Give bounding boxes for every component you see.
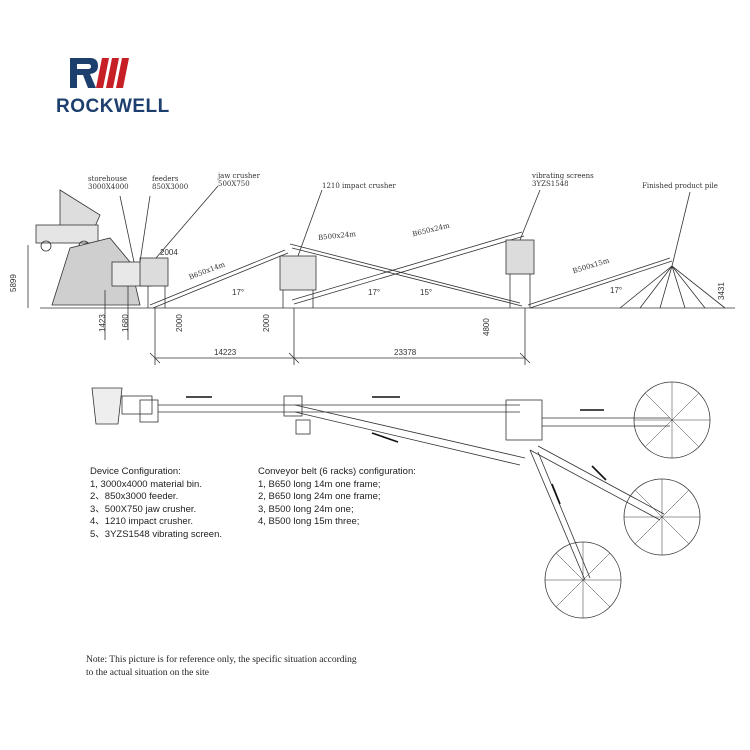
dim-3431: 3431: [717, 282, 726, 300]
angle-2: 17°: [368, 288, 381, 297]
angle-1: 17°: [232, 288, 245, 297]
conveyor-config-item: 4, B500 long 15m three;: [258, 516, 360, 527]
dim-span-1: 14223: [214, 348, 237, 357]
note-line-1: Note: This picture is for reference only…: [86, 655, 357, 665]
conveyor-config-title: Conveyor belt (6 racks) configuration:: [258, 466, 416, 477]
dim-2000-b: 2000: [262, 314, 271, 332]
logo-mark-icon: [70, 58, 129, 88]
dim-4800: 4800: [482, 318, 491, 336]
vibrating-screens-model-label: 3YZS1548: [532, 180, 569, 188]
storehouse-size-label: 3000X4000: [88, 183, 129, 191]
device-config: Device Configuration: 1, 3000x4000 mater…: [90, 466, 222, 541]
device-config-title: Device Configuration:: [90, 466, 181, 477]
angle-3: 15°: [420, 288, 433, 297]
feeders-label: feeders: [152, 175, 179, 183]
note-line-2: to the actual situation on the site: [86, 668, 209, 678]
conveyor-config: Conveyor belt (6 racks) configuration: 1…: [258, 466, 416, 529]
dim-2000-a: 2000: [175, 314, 184, 332]
logo: [66, 56, 136, 96]
finished-pile-label: Finished product pile: [642, 182, 718, 190]
device-config-item: 1, 3000x4000 material bin.: [90, 478, 202, 490]
bin-plan: [91, 387, 123, 425]
device-config-item: 4、1210 impact crusher.: [90, 516, 193, 527]
conveyor-config-item: 2, B650 long 24m one frame;: [258, 491, 381, 502]
device-config-item: 5、3YZS1548 vibrating screen.: [90, 528, 223, 540]
feeders-size-label: 850X3000: [152, 183, 189, 191]
device-config-item: 2、850x3000 feeder.: [90, 491, 179, 502]
jaw-crusher-size-label: 500X750: [218, 180, 250, 188]
conveyor-config-item: 1, B650 long 14m one frame;: [258, 478, 381, 490]
dim-1680: 1680: [121, 314, 130, 332]
jaw-crusher-label: jaw crusher: [218, 172, 260, 180]
dim-2004: 2004: [160, 248, 178, 257]
device-config-item: 3、500X750 jaw crusher.: [90, 503, 197, 515]
dim-height-total: 5899: [9, 274, 18, 292]
note: Note: This picture is for reference only…: [86, 654, 357, 680]
dim-span-2: 23378: [394, 348, 417, 357]
impact-crusher-label: 1210 impact crusher: [322, 182, 396, 190]
vibrating-screens-label: vibrating screens: [532, 172, 594, 180]
dim-1423: 1423: [98, 314, 107, 332]
angle-4: 17°: [610, 286, 623, 295]
conveyor-config-item: 3, B500 long 24m one;: [258, 503, 354, 515]
storehouse-label: storehouse: [88, 175, 128, 183]
logo-text: ROCKWELL: [56, 96, 170, 117]
